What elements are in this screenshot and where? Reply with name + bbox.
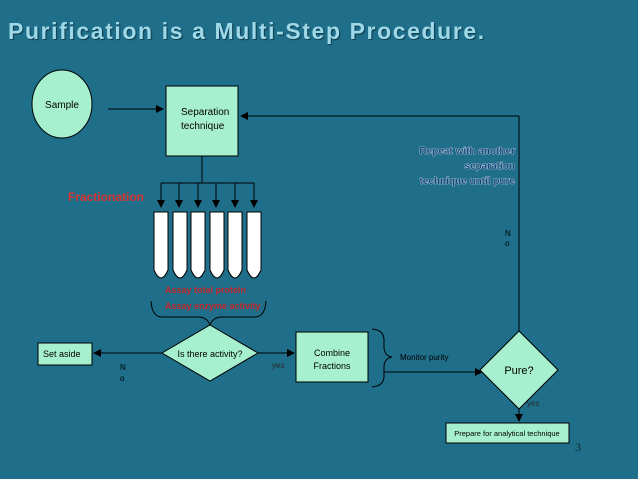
pure-question-label: Pure? (504, 365, 533, 377)
combine-brace (371, 328, 393, 388)
prepare-analytical-box (445, 422, 570, 444)
repeat-annotation: Repeat with another separation technique… (419, 146, 516, 188)
repeat-line1: Repeat with another (419, 146, 515, 157)
no-pure-label-n: N (505, 229, 511, 238)
assay-enzyme-activity-label: Assay enzyme activity (165, 301, 261, 311)
slide-title: Purification is a Multi-Step Procedure. (8, 18, 486, 44)
combine-fractions-box (295, 331, 369, 383)
fractionation-label: Fractionation (68, 190, 144, 204)
repeat-line2: separation (464, 161, 515, 172)
test-tube-5 (227, 211, 243, 279)
test-tube-1 (153, 211, 169, 279)
combine-label-line2: Fractions (313, 361, 351, 371)
set-aside-label: Set aside (43, 349, 81, 359)
repeat-line3: technique until pure (419, 176, 515, 187)
separation-label-line2: technique (181, 121, 225, 132)
sample-node (31, 69, 93, 139)
yes-activity-label: yes (272, 361, 284, 370)
test-tube-4 (209, 211, 225, 279)
page-number: 3 (575, 440, 581, 454)
test-tube-6 (246, 211, 262, 279)
prepare-label: Prepare for analytical technique (454, 429, 559, 438)
monitor-purity-label: Monitor purity (400, 353, 448, 362)
set-aside-box (37, 342, 93, 366)
no-activity-label-n: N (120, 363, 126, 372)
combine-label-line1: Combine (314, 348, 350, 358)
assay-total-protein-label: Assay total protein (165, 285, 246, 295)
activity-question-label: Is there activity? (177, 349, 242, 359)
fraction-arrows (157, 183, 258, 208)
test-tube-3 (190, 211, 206, 279)
no-activity-label-o: o (120, 374, 125, 383)
sample-label: Sample (45, 100, 79, 111)
test-tubes (153, 211, 262, 279)
no-pure-label-o: o (505, 239, 510, 248)
test-tube-2 (172, 211, 188, 279)
activity-decision-diamond (161, 324, 259, 382)
yes-pure-label: yes (527, 399, 539, 408)
separation-label-line1: Separation (181, 107, 229, 118)
